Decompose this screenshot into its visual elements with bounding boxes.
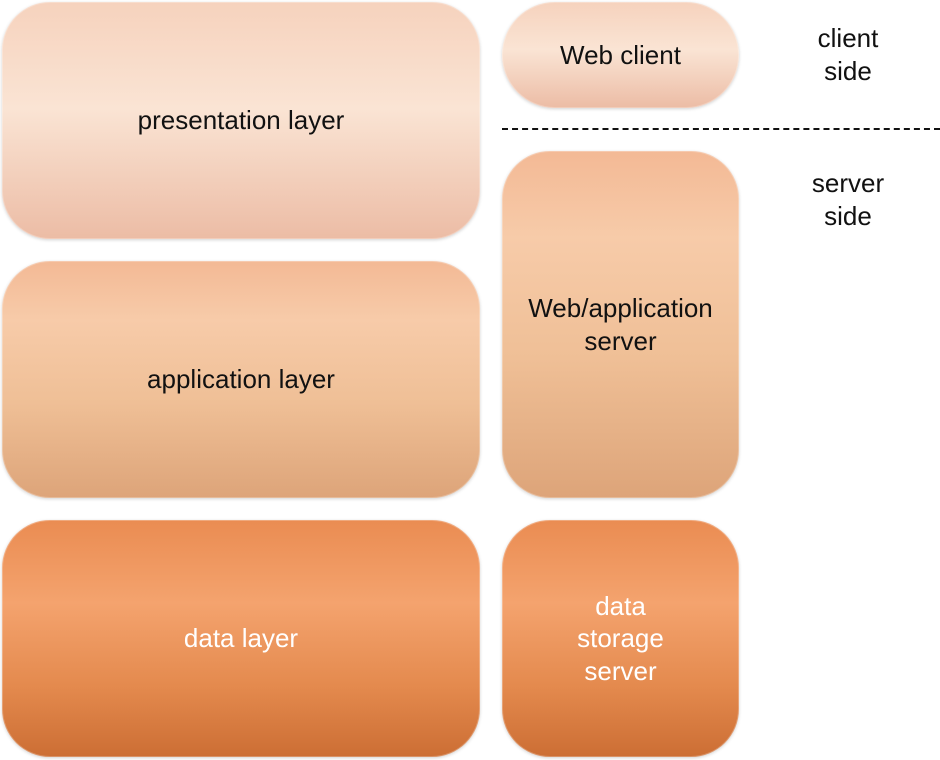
- server-side-label: server side: [788, 167, 908, 232]
- client-server-divider: [502, 128, 940, 130]
- web-application-server-box: Web/application server: [502, 151, 739, 498]
- web-client-label: Web client: [560, 39, 681, 70]
- application-layer-box: application layer: [2, 261, 480, 498]
- client-side-label-line-2: side: [824, 55, 872, 86]
- server-side-label-line-1: server: [811, 168, 885, 198]
- data-layer-box: data layer: [2, 520, 480, 757]
- data-layer-label: data layer: [183, 623, 299, 654]
- server-side-label-line-2: side: [824, 200, 872, 231]
- client-side-label-line-1: client: [817, 23, 879, 53]
- data-storage-server-box: data storage server: [502, 520, 739, 757]
- web-application-server-label: Web/application server: [528, 292, 713, 357]
- presentation-layer-label: presentation layer: [137, 105, 345, 136]
- application-layer-label: application layer: [147, 364, 335, 395]
- data-storage-server-label-line-1: data: [595, 590, 646, 621]
- client-side-label: client side: [788, 22, 908, 87]
- data-storage-server-label-line-2: storage: [577, 623, 664, 654]
- presentation-layer-box: presentation layer: [2, 2, 480, 239]
- web-client-box: Web client: [502, 2, 739, 108]
- web-application-server-label-line-2: server: [584, 325, 657, 356]
- data-storage-server-label: data storage server: [577, 590, 664, 688]
- web-application-server-label-line-1: Web/application: [528, 293, 713, 323]
- data-storage-server-label-line-3: server: [584, 655, 657, 686]
